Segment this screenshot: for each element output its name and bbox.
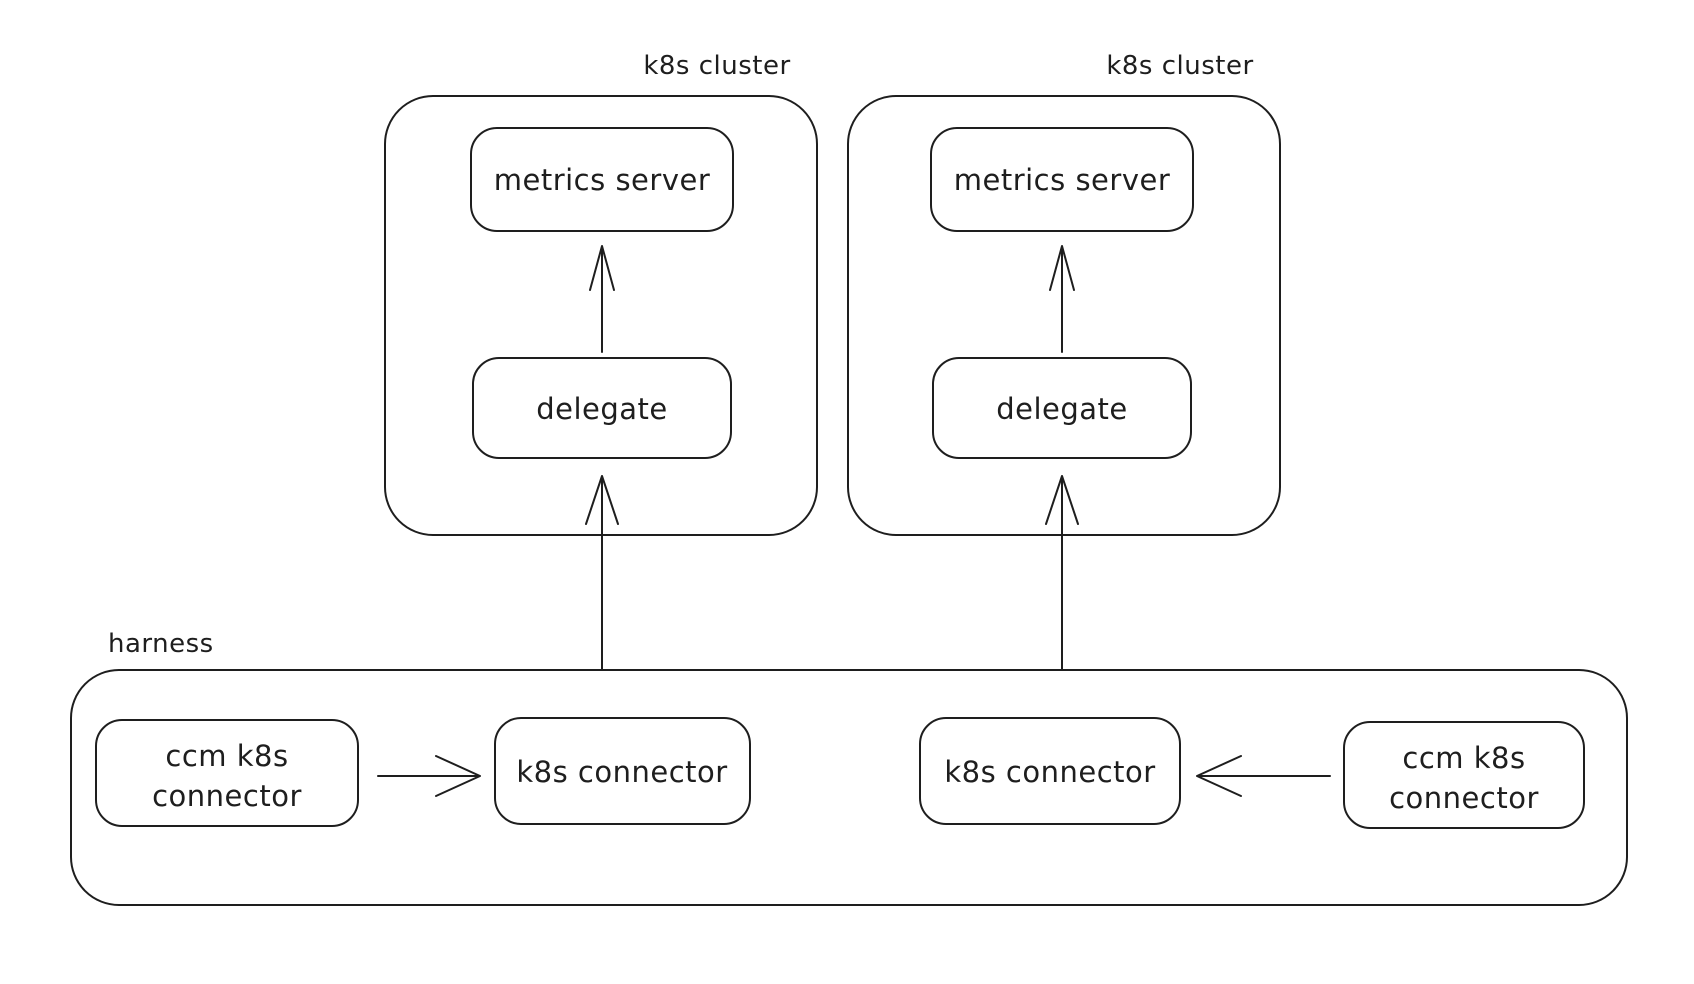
metrics-server-node-right: [930, 127, 1194, 232]
arrow-delegate-to-metrics-left: [589, 245, 615, 353]
delegate-label-right: delegate: [996, 392, 1128, 426]
metrics-server-label-right: metrics server: [954, 163, 1171, 197]
harness-label: harness: [108, 629, 214, 659]
metrics-server-node-left: [470, 127, 734, 232]
arrow-delegate-to-metrics-right: [1049, 245, 1075, 353]
ccm-k8s-connector-right-line1: ccm k8s: [1402, 741, 1525, 775]
ccm-k8s-connector-node-left: [95, 719, 359, 827]
delegate-label-left: delegate: [536, 392, 668, 426]
k8s-connector-node-left: [494, 717, 751, 825]
cluster-label-left: k8s cluster: [643, 51, 790, 81]
k8s-connector-label-right: k8s connector: [944, 755, 1155, 789]
k8s-connector-label-left: k8s connector: [516, 755, 727, 789]
metrics-server-label-left: metrics server: [494, 163, 711, 197]
k8s-connector-node-right: [919, 717, 1181, 825]
ccm-k8s-connector-left-line2: connector: [152, 779, 302, 813]
cluster-label-right: k8s cluster: [1106, 51, 1253, 81]
delegate-node-left: [472, 357, 732, 459]
arrow-ccm-to-k8s-connector-right: [1196, 755, 1331, 797]
ccm-k8s-connector-left-line1: ccm k8s: [165, 739, 288, 773]
harness-box: [70, 669, 1628, 906]
ccm-k8s-connector-right-line2: connector: [1389, 781, 1539, 815]
ccm-k8s-connector-node-right: [1343, 721, 1585, 829]
delegate-node-right: [932, 357, 1192, 459]
arrow-ccm-to-k8s-connector-left: [377, 755, 481, 797]
